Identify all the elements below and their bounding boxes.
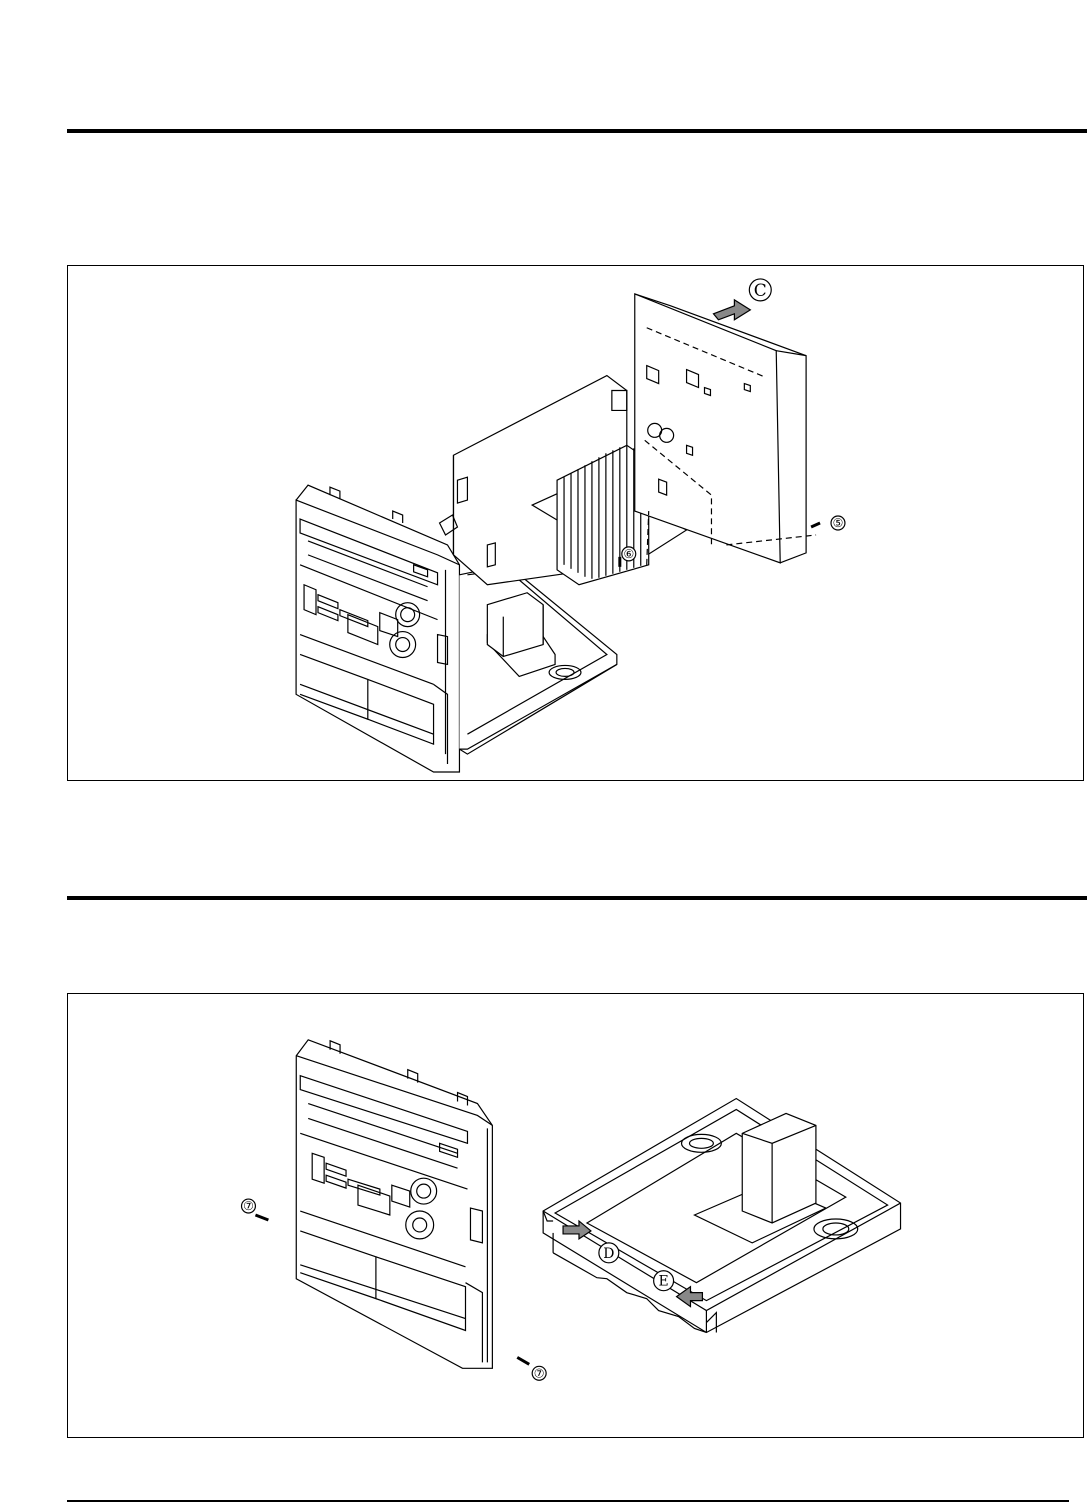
section-divider-middle (67, 896, 1087, 900)
front-panel-illustration: D E ⑦ ⑦ (68, 994, 1083, 1437)
section-divider-top (67, 129, 1087, 133)
callout-c: C (754, 280, 767, 300)
screw-7-right-drawing (517, 1357, 529, 1364)
callout-7-right: ⑦ (534, 1366, 545, 1380)
chassis-tray-drawing (459, 565, 616, 754)
main-pcb-illustration: C ⑤ ⑥ (68, 266, 1083, 780)
callout-e: E (659, 1274, 669, 1290)
callout-7-left: ⑦ (243, 1199, 254, 1213)
callout-6: ⑥ (623, 547, 634, 561)
callout-5: ⑤ (833, 516, 844, 530)
front-panel-unit-drawing (296, 1040, 492, 1369)
screw-5-drawing (811, 523, 820, 527)
screw-7-left-drawing (255, 1215, 268, 1220)
front-panel-drawing (296, 485, 459, 772)
callout-d: D (603, 1246, 614, 1262)
tray-drawing (543, 1099, 900, 1333)
disassembly-figure-main-pcb: C ⑤ ⑥ (67, 265, 1084, 781)
section-divider-bottom (67, 1500, 1069, 1502)
disassembly-figure-front-panel: D E ⑦ ⑦ (67, 993, 1084, 1438)
